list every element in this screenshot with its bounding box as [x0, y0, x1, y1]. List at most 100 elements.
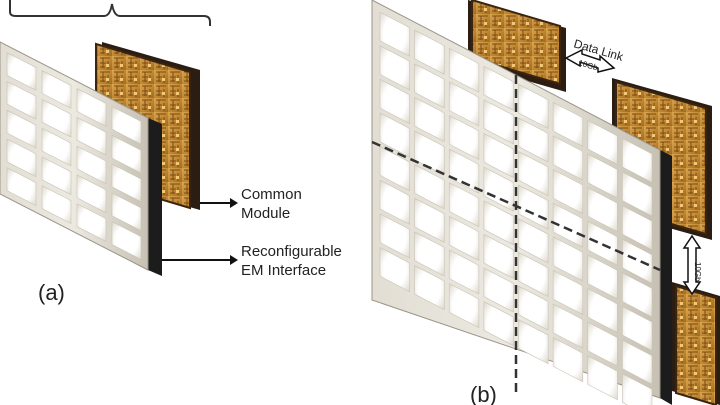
antenna-cell	[6, 167, 37, 206]
antenna-cell	[587, 220, 618, 266]
label-em-interface: EM Interface	[241, 262, 326, 279]
antenna-cell	[552, 236, 584, 282]
antenna-cell	[76, 174, 107, 214]
antenna-cell	[622, 205, 653, 251]
cell-grid-b	[379, 11, 653, 405]
antenna-cell	[483, 166, 514, 212]
antenna-cell	[111, 163, 142, 203]
antenna-cell	[414, 265, 445, 311]
antenna-cell	[414, 96, 445, 142]
antenna-cell	[6, 80, 37, 120]
antenna-cell	[587, 254, 618, 300]
antenna-cell	[587, 288, 618, 334]
antenna-cell	[414, 130, 445, 176]
antenna-cell	[622, 306, 653, 352]
antenna-cell	[483, 233, 514, 279]
antenna-cell	[111, 134, 142, 174]
antenna-cell	[41, 70, 72, 109]
antenna-cell	[379, 11, 410, 57]
arrow-head-common	[230, 198, 238, 208]
antenna-cell	[76, 116, 107, 156]
data-link-vertical: 10Gb	[682, 234, 702, 296]
antenna-cell	[483, 99, 514, 145]
antenna-cell	[6, 138, 37, 178]
label-reconfigurable: Reconfigurable	[241, 243, 342, 260]
arrow-head-em	[230, 255, 238, 265]
antenna-cell	[448, 283, 480, 329]
data-link-horizontal: Data Link 10Gb	[564, 36, 626, 73]
data-link-rate-2: 10Gb	[693, 262, 702, 282]
antenna-cell	[483, 301, 514, 347]
antenna-cell	[587, 187, 618, 233]
antenna-cell	[379, 112, 410, 158]
antenna-cell	[552, 303, 584, 349]
antenna-cell	[622, 272, 653, 318]
antenna-cell	[622, 171, 653, 217]
antenna-cell	[587, 321, 618, 367]
antenna-cell	[111, 221, 142, 260]
common-module-chip-b3	[672, 282, 720, 405]
antenna-cell	[414, 29, 445, 75]
panel-a-label: (a)	[38, 280, 65, 305]
antenna-cell	[552, 337, 584, 383]
panel-b: Data Link 10Gb 10Gb (b)	[371, 0, 720, 405]
antenna-cell	[414, 231, 445, 277]
antenna-cell	[622, 137, 653, 183]
antenna-cell	[587, 355, 618, 401]
cell-grid-a	[6, 52, 142, 260]
antenna-cell	[76, 145, 107, 185]
subarray-divider-horizontal	[371, 140, 661, 272]
antenna-cell	[76, 203, 107, 242]
antenna-cell	[448, 114, 480, 161]
antenna-cell	[448, 249, 480, 295]
antenna-cell	[448, 81, 480, 127]
antenna-cell	[587, 119, 618, 165]
panel-b-label: (b)	[470, 382, 497, 405]
antenna-cell	[448, 47, 480, 93]
antenna-cell	[448, 215, 480, 261]
antenna-cell	[6, 109, 37, 149]
antenna-cell	[518, 319, 549, 365]
antenna-cell	[111, 192, 142, 232]
antenna-cell	[518, 285, 549, 331]
label-common: Common	[241, 186, 302, 203]
antenna-cell	[448, 182, 480, 228]
antenna-cell	[414, 63, 445, 109]
antenna-cell	[379, 179, 410, 225]
antenna-cell	[483, 65, 514, 111]
panel-a: Common Module Reconfigurable EM Interfac…	[0, 41, 342, 305]
antenna-cell	[587, 153, 618, 199]
antenna-cell	[518, 251, 549, 297]
svg-text:Reconfigurable: Reconfigurable	[241, 243, 342, 260]
svg-text:Module: Module	[241, 205, 290, 222]
antenna-cell	[518, 151, 549, 197]
antenna-cell	[76, 88, 107, 127]
antenna-cell	[483, 200, 514, 246]
antenna-cell	[379, 45, 410, 91]
antenna-cell	[518, 83, 549, 129]
antenna-cell	[414, 197, 445, 243]
antenna-cell	[622, 339, 653, 385]
antenna-cell	[41, 156, 72, 196]
label-module: Module	[241, 205, 290, 222]
antenna-cell	[41, 127, 72, 167]
antenna-cell	[41, 185, 72, 224]
em-interface-panel-a	[0, 41, 162, 276]
antenna-cell	[552, 269, 584, 316]
antenna-cell	[552, 135, 584, 181]
antenna-cell	[552, 101, 584, 147]
antenna-cell	[622, 373, 653, 405]
antenna-cell	[111, 106, 142, 145]
antenna-cell	[414, 164, 445, 210]
svg-text:Common: Common	[241, 186, 302, 203]
antenna-cell	[448, 148, 480, 194]
antenna-cell	[379, 247, 410, 293]
antenna-cell	[518, 117, 549, 163]
antenna-cell	[6, 52, 37, 91]
top-brace	[9, 0, 211, 26]
antenna-cell	[379, 146, 410, 192]
antenna-cell	[41, 98, 72, 138]
em-interface-panel-b	[371, 0, 672, 405]
antenna-cell	[622, 238, 653, 284]
